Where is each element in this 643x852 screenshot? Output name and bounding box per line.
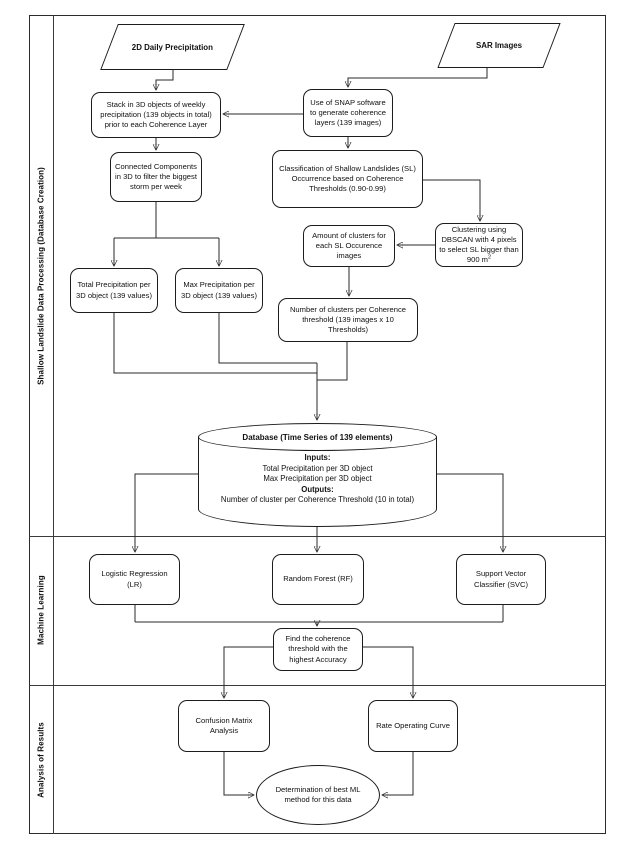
node-max-precipitation-label: Max Precipitation per 3D object (139 val…	[181, 280, 257, 300]
node-max-precipitation: Max Precipitation per 3D object (139 val…	[175, 268, 263, 313]
lane-label-machine-learning: Machine Learning	[36, 575, 46, 645]
node-connected-components: Connected Components in 3D to filter the…	[110, 152, 202, 202]
node-support-vector-classifier-label: Support Vector Classifier (SVC)	[473, 569, 528, 589]
node-sar-images: SAR Images	[437, 23, 561, 68]
lane-label-analysis-of-results: Analysis of Results	[36, 722, 46, 798]
database-input-1: Total Precipitation per 3D object	[262, 463, 373, 473]
node-rate-operating-curve: Rate Operating Curve	[368, 700, 458, 752]
node-connected-components-label: Connected Components in 3D to filter the…	[115, 161, 197, 191]
node-support-vector-classifier: Support Vector Classifier (SVC)	[456, 554, 546, 605]
node-total-precipitation-label: Total Precipitation per 3D object (139 v…	[76, 280, 152, 300]
section-divider-1	[29, 536, 606, 537]
database-output-1: Number of cluster per Coherence Threshol…	[220, 495, 415, 504]
database-outputs-label: Outputs:	[301, 484, 334, 494]
node-clustering-dbscan: Clustering using DBSCAN with 4 pixels to…	[435, 223, 523, 267]
node-confusion-matrix-label: Confusion Matrix Analysis	[195, 715, 253, 735]
node-classification-sl: Classification of Shallow Landslides (SL…	[272, 150, 423, 208]
section-divider-2	[29, 685, 606, 686]
database-inputs-label: Inputs:	[304, 453, 331, 462]
node-2d-daily-precipitation-label: 2D Daily Precipitation	[131, 42, 214, 52]
node-total-precipitation: Total Precipitation per 3D object (139 v…	[70, 268, 158, 313]
database-title: Database (Time Series of 139 elements)	[242, 432, 393, 442]
node-find-coherence-threshold-label: Find the coherence threshold with the hi…	[285, 634, 351, 664]
lane-label-database-creation: Shallow Landslide Data Processing (Datab…	[36, 167, 46, 385]
node-stack-3d-label: Stack in 3D objects of weekly precipitat…	[100, 99, 212, 129]
node-clustering-dbscan-label: Clustering using DBSCAN with 4 pixels to…	[439, 224, 519, 265]
node-stack-3d: Stack in 3D objects of weekly precipitat…	[91, 92, 221, 138]
node-amount-clusters-label: Amount of clusters for each SL Occurence…	[312, 230, 386, 260]
node-sar-images-label: SAR Images	[475, 41, 523, 50]
node-classification-sl-label: Classification of Shallow Landslides (SL…	[279, 163, 416, 193]
outer-frame	[29, 15, 606, 834]
node-number-clusters-label: Number of clusters per Coherence thresho…	[289, 304, 407, 334]
node-logistic-regression-label: Logistic Regression (LR)	[101, 569, 168, 589]
database-cylinder-top: Database (Time Series of 139 elements)	[198, 423, 437, 451]
node-confusion-matrix: Confusion Matrix Analysis	[178, 700, 270, 752]
node-logistic-regression: Logistic Regression (LR)	[89, 554, 180, 605]
node-find-coherence-threshold: Find the coherence threshold with the hi…	[273, 628, 363, 671]
database-input-2: Max Precipitation per 3D object	[263, 474, 372, 483]
node-determination-best-ml-label: Determination of best ML method for this…	[275, 784, 361, 804]
sidebar-divider	[53, 15, 54, 834]
node-random-forest: Random Forest (RF)	[272, 554, 364, 605]
node-amount-clusters: Amount of clusters for each SL Occurence…	[303, 225, 395, 267]
node-rate-operating-curve-label: Rate Operating Curve	[376, 720, 450, 730]
node-number-clusters: Number of clusters per Coherence thresho…	[278, 298, 418, 342]
node-snap-software: Use of SNAP software to generate coheren…	[303, 89, 393, 137]
node-2d-daily-precipitation: 2D Daily Precipitation	[100, 24, 245, 70]
node-determination-best-ml: Determination of best ML method for this…	[256, 765, 380, 825]
node-random-forest-label: Random Forest (RF)	[283, 574, 353, 584]
database-content: Inputs: Total Precipitation per 3D objec…	[198, 453, 437, 506]
node-snap-software-label: Use of SNAP software to generate coheren…	[310, 97, 386, 127]
